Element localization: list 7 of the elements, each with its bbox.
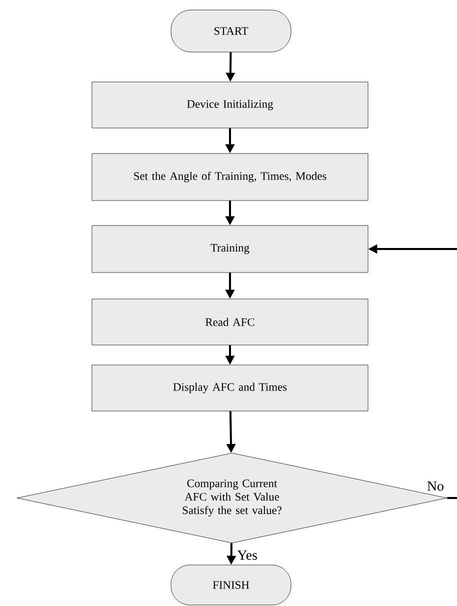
process-box: Set the Angle of Training, Times, Modes: [92, 153, 368, 201]
process-box: Display AFC and Times: [92, 364, 368, 412]
process-box: Training: [92, 225, 368, 273]
edge-label: No: [427, 482, 444, 491]
edge-label: Yes: [237, 550, 257, 560]
process-box: Device Initializing: [92, 82, 368, 128]
process-box: Read AFC: [92, 298, 368, 346]
